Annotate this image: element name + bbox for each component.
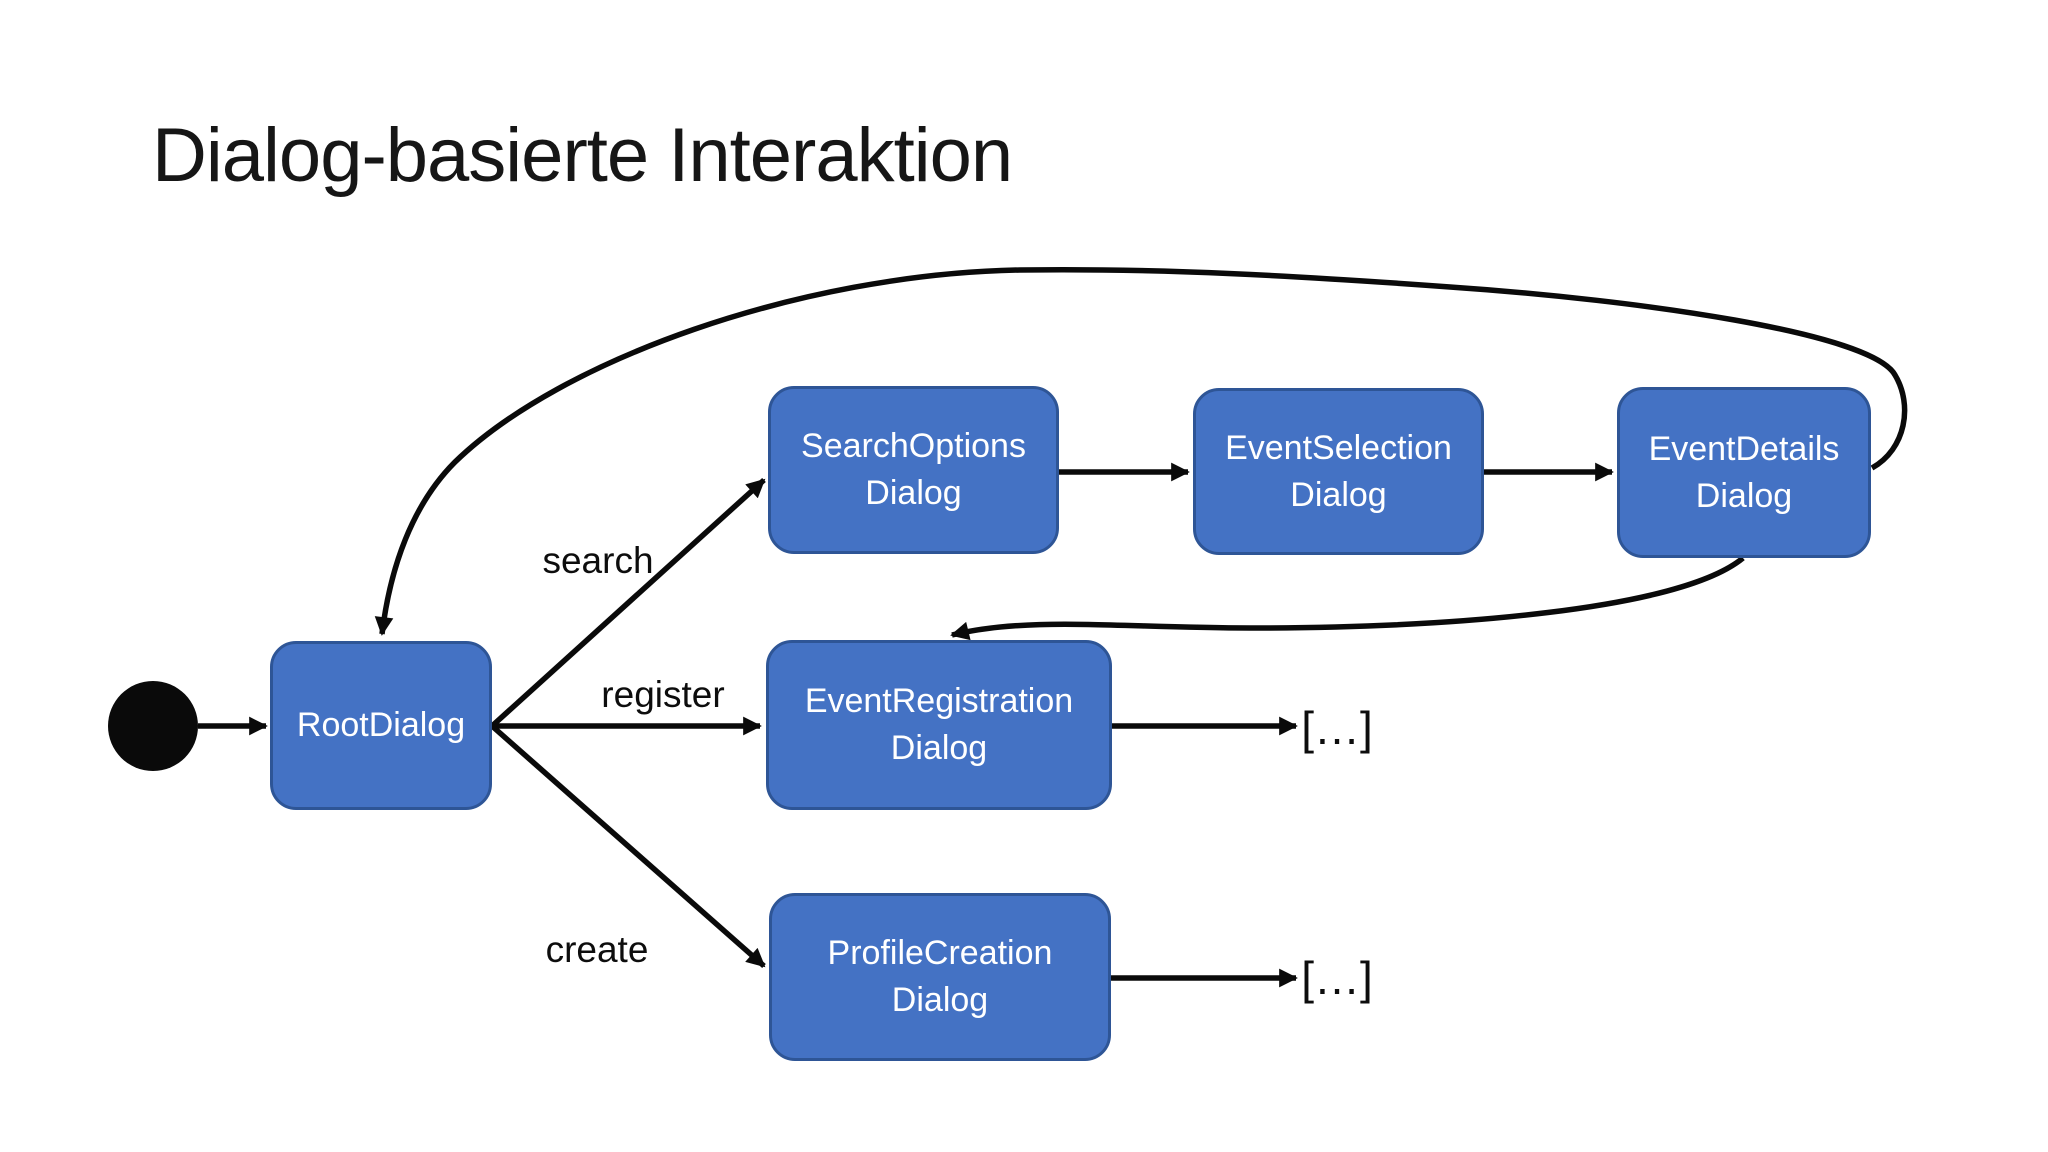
edge-eventdetails-to-root-loop [374,266,1908,636]
node-label-line1: EventSelection [1225,428,1452,467]
node-label-line1: EventRegistration [804,682,1074,721]
edge-root-to-profilecreation [490,723,766,969]
edge-root-to-searchoptions [490,477,766,729]
node-label-line1: EventDetails [1648,429,1840,468]
exit-placeholder-profile: […] [1301,952,1373,1004]
node-label-line2: Dialog [1695,476,1793,515]
node-search-options-dialog: SearchOptions Dialog [768,386,1059,554]
node-label-line1: SearchOptions [801,427,1026,466]
page-title: Dialog-basierte Interaktion [152,113,1013,198]
edge-label-search: search [542,540,654,581]
node-label: RootDialog [296,706,466,745]
node-event-registration-dialog: EventRegistration Dialog [766,640,1112,810]
edge-label-create: create [545,929,649,970]
node-label-line2: Dialog [1290,475,1387,514]
node-label-line2: Dialog [891,981,989,1019]
node-label-line2: Dialog [865,474,962,512]
node-profile-creation-dialog: ProfileCreation Dialog [769,893,1111,1061]
node-label-line2: Dialog [890,729,988,767]
edge-eventdetails-to-eventregistration [950,555,1745,641]
node-label-line1: ProfileCreation [827,934,1053,973]
node-event-details-dialog: EventDetails Dialog [1617,387,1871,558]
node-root-dialog: RootDialog [270,641,492,810]
edge-label-register: register [601,674,725,715]
initial-state-dot [108,681,198,771]
exit-placeholder-registration: […] [1301,702,1373,754]
node-event-selection-dialog: EventSelection Dialog [1193,388,1484,555]
